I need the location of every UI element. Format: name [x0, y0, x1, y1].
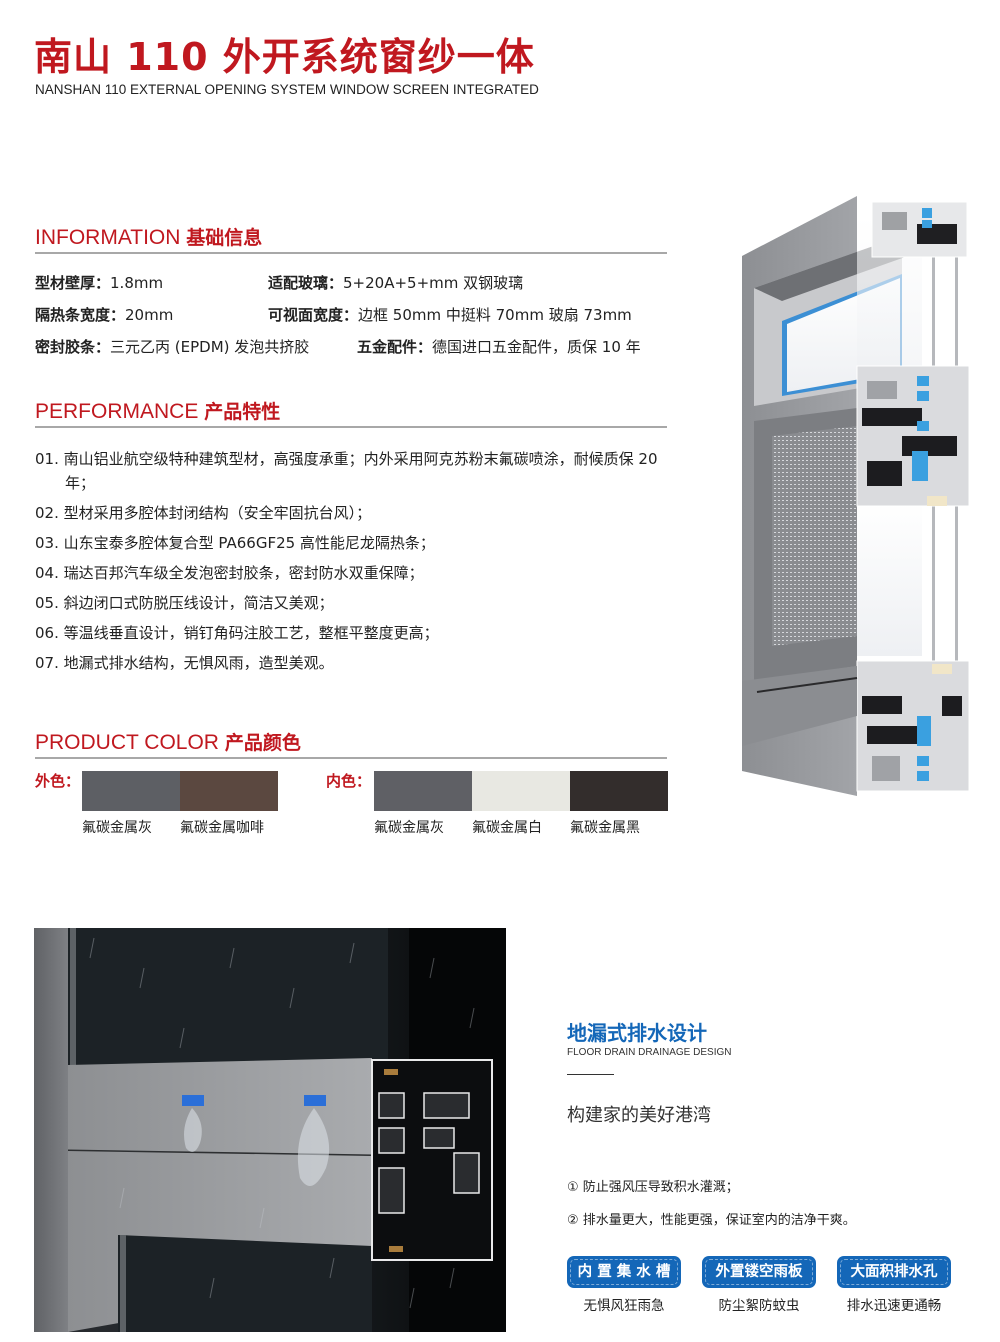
- info-key: 适配玻璃：: [268, 274, 344, 292]
- performance-item: 02. 型材采用多腔体封闭结构（安全牢固抗台风）；: [35, 504, 372, 522]
- information-heading-cn: 基础信息: [186, 227, 263, 249]
- drainage-point: ② 排水量更大，性能更强，保证室内的洁净干爽。: [567, 1213, 856, 1228]
- drainage-divider: [567, 1074, 614, 1075]
- info-key: 型材壁厚：: [35, 274, 111, 292]
- profile-section-middle: [856, 365, 970, 507]
- swatch-name: 氟碳金属咖啡: [180, 820, 264, 836]
- badge-caption: 无惧风狂雨急: [583, 1298, 665, 1314]
- page-title: 南山 110 外开系统窗纱一体: [34, 35, 535, 79]
- performance-item: 01. 南山铝业航空级特种建筑型材，高强度承重；内外采用阿克苏粉末氟碳喷涂，耐候…: [35, 450, 658, 492]
- drain-profile-section: [371, 1059, 493, 1261]
- product-color-heading: PRODUCT COLOR 产品颜色: [35, 728, 301, 755]
- badge-caption: 排水迅速更通畅: [846, 1298, 942, 1314]
- information-divider: [35, 252, 667, 254]
- window-cross-section-illustration: [742, 196, 970, 796]
- drainage-point: ① 防止强风压导致积水灌溉；: [567, 1180, 739, 1195]
- performance-heading-en: PERFORMANCE: [35, 400, 199, 423]
- information-heading-en: INFORMATION: [35, 226, 181, 249]
- swatch-outer-metallic-coffee: [180, 771, 278, 811]
- info-value: 20mm: [125, 306, 174, 324]
- profile-section-top: [871, 201, 968, 258]
- profile-section-bottom: [856, 660, 970, 792]
- drainage-cross-section-illustration: [34, 928, 506, 1332]
- swatch-outer-metallic-gray: [82, 771, 180, 811]
- performance-heading-cn: 产品特性: [204, 401, 281, 423]
- performance-item: 07. 地漏式排水结构，无惧风雨，造型美观。: [35, 654, 334, 672]
- info-visible-width: 可视面宽度：边框 50mm 中挺料 70mm 玻扇 73mm: [268, 304, 632, 325]
- badge-label: 大面积排水孔: [840, 1259, 948, 1285]
- badge-label: 内 置 集 水 槽: [570, 1259, 678, 1285]
- info-hardware: 五金配件：德国进口五金配件，质保 10 年: [357, 336, 641, 357]
- badge-label: 外置镂空雨板: [705, 1259, 813, 1285]
- window-profile-image: [742, 196, 972, 796]
- drain-vent-icon: [182, 1095, 204, 1106]
- swatch-name: 氟碳金属白: [472, 820, 542, 836]
- product-color-heading-cn: 产品颜色: [224, 732, 301, 754]
- info-key: 隔热条宽度：: [35, 306, 126, 324]
- performance-divider: [35, 426, 667, 428]
- info-key: 密封胶条：: [35, 338, 111, 356]
- product-color-divider: [35, 757, 667, 759]
- info-key: 五金配件：: [357, 338, 433, 356]
- info-value: 5+20A+5+mm 双钢玻璃: [343, 274, 524, 292]
- performance-list: 01. 南山铝业航空级特种建筑型材，高强度承重；内外采用阿克苏粉末氟碳喷涂，耐候…: [35, 447, 675, 681]
- outer-color-label: 外色：: [35, 772, 81, 790]
- badge-caption: 防尘絮防蚊虫: [718, 1298, 800, 1314]
- badge-large-drain-holes: 大面积排水孔: [837, 1256, 951, 1288]
- info-value: 三元乙丙 (EPDM) 发泡共挤胶: [110, 338, 310, 356]
- swatch-inner-metallic-gray: [374, 771, 472, 811]
- page-subtitle: NANSHAN 110 EXTERNAL OPENING SYSTEM WIND…: [35, 82, 539, 97]
- performance-item: 05. 斜边闭口式防脱压线设计，简洁又美观；: [35, 594, 334, 612]
- inner-color-label: 内色：: [326, 772, 372, 790]
- info-thermal-strip-width: 隔热条宽度：20mm: [35, 304, 173, 325]
- info-key: 可视面宽度：: [268, 306, 359, 324]
- drainage-subtitle: FLOOR DRAIN DRAINAGE DESIGN: [567, 1047, 732, 1058]
- information-heading: INFORMATION 基础信息: [35, 223, 262, 250]
- swatch-name: 氟碳金属黑: [570, 820, 640, 836]
- performance-item: 06. 等温线垂直设计，销钉角码注胶工艺，整框平整度更高；: [35, 624, 439, 642]
- product-color-heading-en: PRODUCT COLOR: [35, 731, 219, 754]
- info-glass: 适配玻璃：5+20A+5+mm 双钢玻璃: [268, 272, 523, 293]
- info-value: 边框 50mm 中挺料 70mm 玻扇 73mm: [358, 306, 632, 324]
- drain-vent-icon: [304, 1095, 326, 1106]
- drainage-illustration-image: [34, 928, 506, 1332]
- performance-item: 03. 山东宝泰多腔体复合型 PA66GF25 高性能尼龙隔热条；: [35, 534, 435, 552]
- swatch-inner-metallic-black: [570, 771, 668, 811]
- badge-external-rain-plate: 外置镂空雨板: [702, 1256, 816, 1288]
- swatch-inner-metallic-white: [472, 771, 570, 811]
- info-wall-thickness: 型材壁厚：1.8mm: [35, 272, 163, 293]
- performance-item: 04. 瑞达百邦汽车级全发泡密封胶条，密封防水双重保障；: [35, 564, 424, 582]
- swatch-name: 氟碳金属灰: [82, 820, 152, 836]
- drainage-slogan: 构建家的美好港湾: [567, 1105, 711, 1126]
- performance-heading: PERFORMANCE 产品特性: [35, 397, 280, 424]
- info-value: 1.8mm: [110, 274, 164, 292]
- info-sealing-strip: 密封胶条：三元乙丙 (EPDM) 发泡共挤胶: [35, 336, 309, 357]
- info-value: 德国进口五金配件，质保 10 年: [432, 338, 641, 356]
- drainage-title: 地漏式排水设计: [567, 1021, 707, 1045]
- badge-built-in-water-tank: 内 置 集 水 槽: [567, 1256, 681, 1288]
- swatch-name: 氟碳金属灰: [374, 820, 444, 836]
